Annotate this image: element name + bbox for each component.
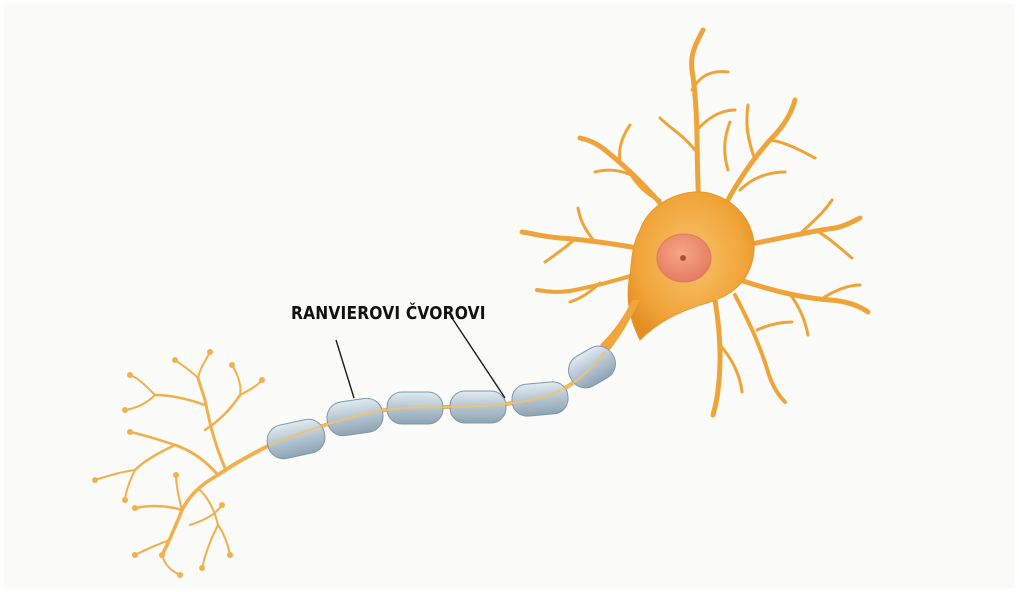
myelin-sheath xyxy=(264,416,328,461)
myelin-sheaths xyxy=(264,340,621,461)
nucleolus xyxy=(680,255,686,261)
nodes-of-ranvier-label: RANVIEROVI ČVOROVI xyxy=(291,303,486,324)
leader-line-left xyxy=(336,340,354,398)
leader-line-right xyxy=(452,318,505,398)
